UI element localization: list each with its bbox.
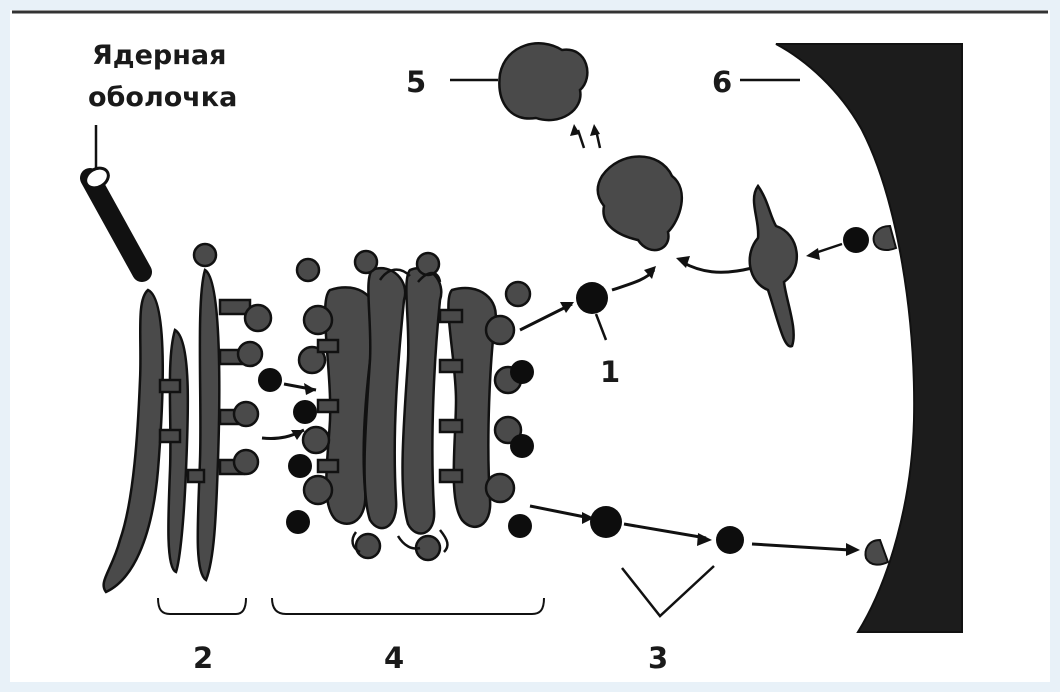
transport-vesicle xyxy=(258,368,282,392)
vesicle-1 xyxy=(576,282,608,314)
secondary-lysosome-5 xyxy=(499,43,587,120)
secretory-vesicle xyxy=(716,526,744,554)
label-3: 3 xyxy=(648,641,668,675)
label-1: 1 xyxy=(600,355,620,389)
secretory-vesicle xyxy=(590,506,622,538)
label-6: 6 xyxy=(712,65,732,99)
label-5: 5 xyxy=(406,65,426,99)
nuclear-envelope-label-line1: Ядерная xyxy=(92,40,226,71)
label-2: 2 xyxy=(193,641,213,675)
label-4: 4 xyxy=(384,641,404,675)
endocytic-vesicle xyxy=(843,227,869,253)
nuclear-envelope-label-line2: оболочка xyxy=(88,82,237,113)
